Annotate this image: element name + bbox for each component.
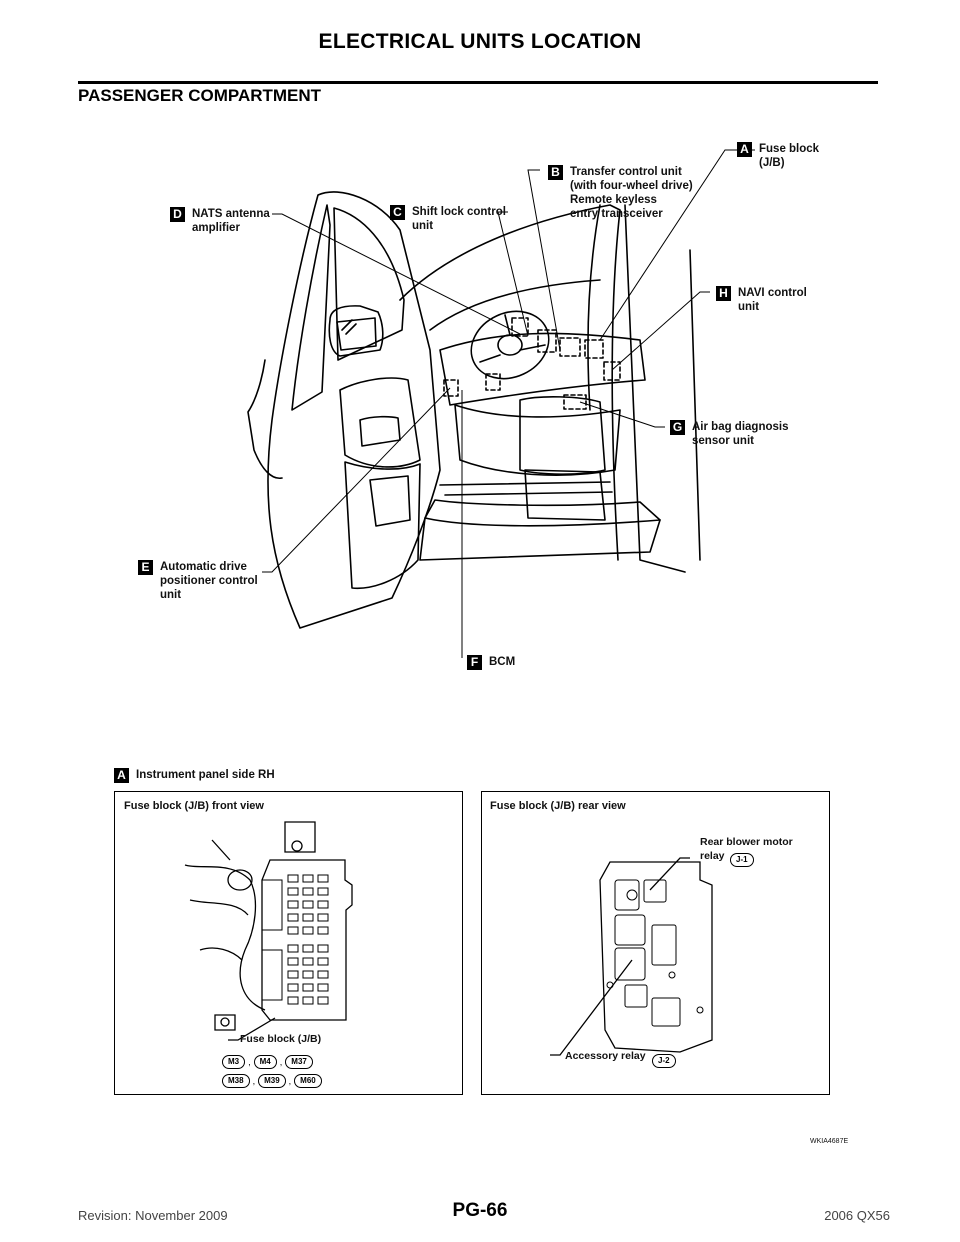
fuse-block-front-view-panel (114, 791, 463, 1095)
callout-a-fuse-block: A Fuse block (J/B) (737, 142, 819, 170)
figure-reference-code: WKIA4687E (810, 1138, 849, 1145)
callout-label: BCM (489, 656, 516, 668)
connector-row-2: M38, M39, M60 (222, 1074, 322, 1088)
callout-d-nats-antenna-amplifier: D NATS antenna amplifier (170, 207, 270, 235)
relay1-text: Rear blower motor relay (700, 836, 793, 862)
callout-letter-badge: G (670, 420, 685, 435)
callout-b-transfer-control-unit: B Transfer control unit (with four-wheel… (548, 165, 693, 221)
callout-letter-badge: A (737, 142, 752, 157)
relay-chip: J-1 (730, 853, 754, 867)
callout-letter-badge: B (548, 165, 563, 180)
callout-label: Fuse block (J/B) (759, 143, 820, 169)
footer-page-number: PG-66 (452, 1200, 508, 1221)
callout-e-automatic-drive-positioner: E Automatic drive positioner control uni… (138, 560, 258, 602)
connector-chip: M3 (222, 1055, 246, 1069)
callout-g-air-bag-diagnosis-sensor-unit: G Air bag diagnosis sensor unit (670, 420, 789, 448)
callout-label: Air bag diagnosis sensor unit (692, 421, 789, 447)
callout-h-navi-control-unit: H NAVI control unit (716, 286, 807, 314)
connector-chip: M4 (253, 1055, 277, 1069)
callout-f-bcm: F BCM (467, 655, 515, 670)
detail-label: Instrument panel side RH (136, 769, 275, 781)
accessory-relay-label: Accessory relay (565, 1050, 646, 1062)
header-rule (78, 81, 878, 84)
rear-blower-motor-relay-label: Rear blower motor relay (700, 835, 793, 863)
fuse-block-label: Fuse block (J/B) (240, 1033, 322, 1045)
callout-label: NAVI control unit (738, 287, 807, 313)
callout-label: Transfer control unit (with four-wheel d… (570, 166, 693, 220)
callout-letter-badge: H (716, 286, 731, 301)
page-title: ELECTRICAL UNITS LOCATION (318, 30, 642, 53)
callout-c-shift-lock-control-unit: C Shift lock control unit (390, 205, 506, 233)
callout-letter-badge: F (467, 655, 482, 670)
front-view-title: Fuse block (J/B) front view (124, 800, 264, 812)
connector-chip: M38 (222, 1074, 250, 1088)
relay1-code: J-1 (730, 849, 754, 867)
relay-chip: J-2 (652, 1054, 676, 1068)
callout-letter-badge: C (390, 205, 405, 220)
callout-label: Automatic drive positioner control unit (160, 561, 258, 601)
rear-view-title: Fuse block (J/B) rear view (490, 800, 626, 812)
detail-a-heading: A Instrument panel side RH (114, 768, 275, 783)
footer-revision: Revision: November 2009 (78, 1208, 228, 1223)
callout-label: Shift lock control unit (412, 206, 506, 232)
connector-chip: M37 (285, 1055, 313, 1069)
connector-row-1: M3, M4, M37 (222, 1055, 313, 1069)
connector-chip: M60 (294, 1074, 322, 1088)
connector-chip: M39 (258, 1074, 286, 1088)
section-title: PASSENGER COMPARTMENT (78, 86, 322, 105)
callout-letter-badge: D (170, 207, 185, 222)
relay2-code: J-2 (652, 1050, 676, 1068)
callout-letter-badge: E (138, 560, 153, 575)
callout-label: NATS antenna amplifier (192, 208, 270, 234)
callout-letter-badge: A (114, 768, 129, 783)
footer-model: 2006 QX56 (824, 1208, 890, 1223)
fuse-block-rear-view-panel (481, 791, 830, 1095)
